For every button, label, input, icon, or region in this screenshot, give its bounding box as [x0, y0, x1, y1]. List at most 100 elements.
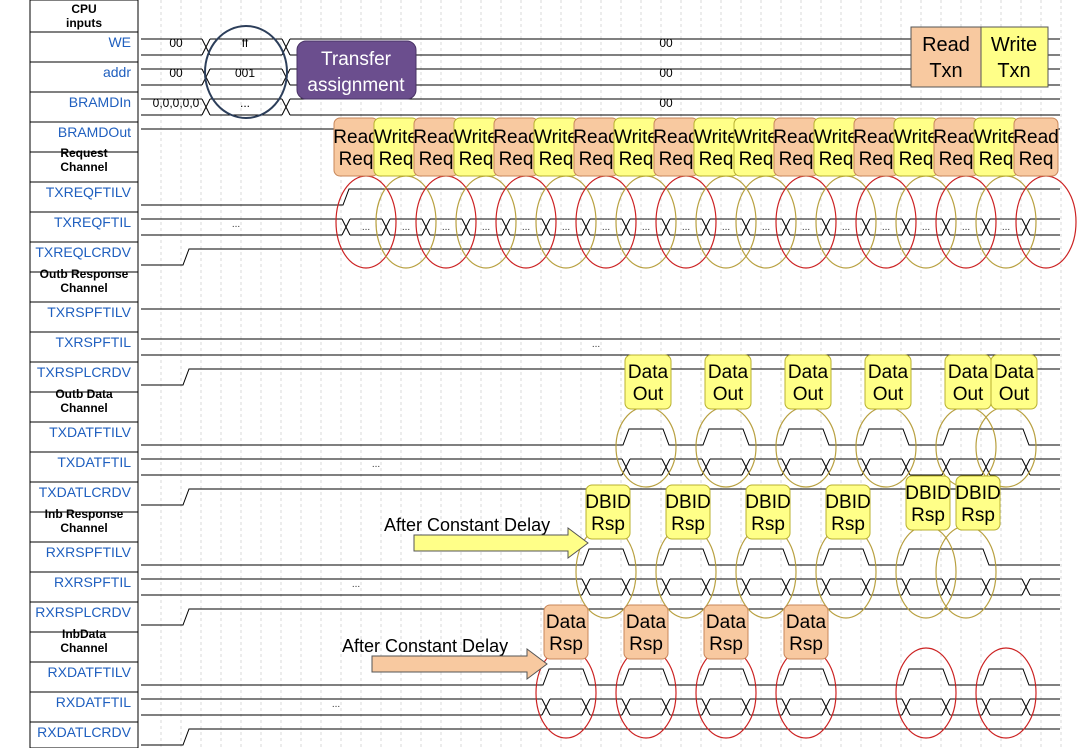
cpu-write-ellipse [204, 25, 288, 119]
delay-arrow-rsp [413, 527, 589, 559]
txreqftil-slot-ellipsis: ... [962, 222, 970, 233]
txreqftil-slot-ellipsis: ... [882, 222, 890, 233]
we-value-0: 00 [169, 36, 183, 50]
signal-rxdatftilv: RXDATFTILV [48, 664, 132, 680]
txreqftil-slot-ellipsis: ... [722, 222, 730, 233]
request-tag-line2: Req [379, 149, 414, 170]
rxdatftil-wave-transition [981, 698, 991, 716]
txreqftil-wave-transition [781, 218, 791, 236]
rxdatftil-wave-transition [541, 698, 551, 716]
signal-rxdatftil: RXDATFTIL [56, 694, 131, 710]
rxrspftil-wave-transition [581, 578, 591, 596]
signal-txreqftil: TXREQFTIL [54, 214, 131, 230]
data-out-tag-box [864, 354, 912, 410]
dbid-tag-line1: DBID [745, 492, 790, 513]
group-header-outb-data-channel: Outb Data Channel [55, 387, 113, 415]
transaction-tags: ReadReqWriteReqReadReqWriteReqReadReqWri… [333, 117, 1059, 660]
signal-rxrspftil: RXRSPFTIL [54, 574, 131, 590]
dbid-tag-box [955, 475, 1001, 531]
data-rsp-ellipse [895, 647, 957, 739]
group-header-outb-response-channel: Outb Response Channel [40, 267, 129, 295]
data-rsp-tag-line1: Data [706, 612, 747, 633]
request-tag-line1: Write [974, 127, 1018, 148]
request-tag-line1: Read [773, 127, 818, 148]
signal-txdatftilv: TXDATFTILV [49, 424, 132, 440]
data-rsp-tag-line2: Rsp [549, 634, 583, 655]
signal-we: WE [108, 34, 131, 50]
request-tag-line1: Read [333, 127, 378, 148]
dbid-ellipse [935, 525, 997, 619]
signal-rxdatlcrdv: RXDATLCRDV [37, 724, 132, 740]
data-rsp-ellipse [775, 647, 837, 739]
txreqftil-wave-transition [701, 218, 711, 236]
request-tag-line2: Req [899, 149, 934, 170]
rxrspftil-wave-transition [981, 578, 991, 596]
data-out-tag-line2: Out [793, 384, 824, 405]
rxrspftil-wave-transition [901, 578, 911, 596]
rxdatftil-wave-transition [781, 698, 791, 716]
rxrspftil-wave-transition [781, 578, 791, 596]
bramdin-value-0: 0,0,0,0,0 [153, 96, 200, 110]
txrspftil-ellipsis: ... [592, 339, 600, 350]
rxrspftil-wave-transition [1021, 578, 1031, 596]
request-tag-line2: Req [539, 149, 574, 170]
rxdatlcrdv-wave [141, 728, 1060, 746]
rxrspftil-wave-transition [741, 578, 751, 596]
row-separators [30, 31, 138, 723]
txrsplcrdv-wave [141, 368, 1060, 386]
request-tag-line2: Req [979, 149, 1014, 170]
delay-label-rsp: After Constant Delay [384, 515, 550, 535]
svg-text:Outb Response: Outb Response [40, 267, 129, 281]
rxdatftilv-wave [141, 668, 1060, 686]
transfer-label-1: Transfer [321, 49, 392, 70]
request-tag-line2: Req [699, 149, 734, 170]
txreqftil-wave-transition [741, 218, 751, 236]
dbid-tag-box [825, 484, 871, 540]
request-tag-line1: Read [853, 127, 898, 148]
signal-rxrspftilv: RXRSPFTILV [46, 544, 132, 560]
request-tag-line2: Req [859, 149, 894, 170]
signal-bramdout: BRAMDOut [58, 124, 131, 140]
dbid-tag-line2: Rsp [751, 514, 785, 535]
rxrspftil-wave-transition [861, 578, 871, 596]
request-tag-line2: Req [499, 149, 534, 170]
txreqftil-wave-transition [461, 218, 471, 236]
svg-text:Channel: Channel [60, 521, 107, 535]
txreqftil-slot-ellipsis: ... [402, 222, 410, 233]
delay-annotation-dat: After Constant Delay [342, 636, 548, 680]
legend-read-1: Read [922, 34, 970, 56]
rxrspftil-wave-transition [701, 578, 711, 596]
signal-txrsplcrdv: TXRSPLCRDV [37, 364, 132, 380]
legend-write-txn: Write Txn [980, 26, 1049, 88]
data-out-tag-box [784, 354, 832, 410]
dbid-tag-line2: Rsp [671, 514, 705, 535]
data-rsp-ellipse [975, 647, 1037, 739]
rxdatftil-wave-transition [741, 698, 751, 716]
data-rsp-ellipse [695, 647, 757, 739]
request-tag-line2: Req [659, 149, 694, 170]
svg-text:Channel: Channel [60, 401, 107, 415]
request-tag-line2: Req [819, 149, 854, 170]
rxdatftil-wave-transition [661, 698, 671, 716]
addr-value-1: 001 [235, 66, 255, 80]
legend-write-1: Write [991, 34, 1037, 56]
signal-txreqftilv: TXREQFTILV [46, 184, 132, 200]
bramdin-value-1: ... [240, 96, 250, 110]
request-tag-line2: Req [939, 149, 974, 170]
request-tag-line1: Write [374, 127, 418, 148]
request-tag-line1: Write [694, 127, 738, 148]
